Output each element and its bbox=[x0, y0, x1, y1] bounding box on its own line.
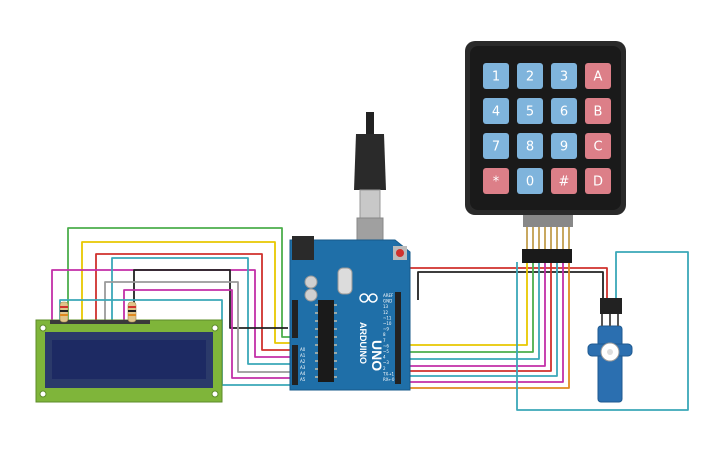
digital-pin-label: ~3 bbox=[383, 360, 389, 365]
wire-keypad-2 bbox=[402, 262, 534, 353]
digital-pin-label: 12 bbox=[383, 310, 389, 315]
wires bbox=[51, 227, 689, 411]
reset-button[interactable] bbox=[393, 246, 407, 260]
key-A[interactable]: A bbox=[585, 63, 611, 89]
key-#[interactable]: # bbox=[551, 168, 577, 194]
atmega-chip bbox=[318, 300, 334, 382]
key-label: 8 bbox=[526, 140, 534, 155]
wire-black-gnd bbox=[417, 271, 604, 300]
power-header bbox=[292, 300, 298, 338]
key-label: 4 bbox=[492, 105, 500, 120]
digital-pin-label: ~9 bbox=[383, 327, 389, 332]
lcd-display[interactable] bbox=[35, 319, 223, 403]
wire-keypad-1 bbox=[402, 262, 528, 346]
digital-pin-label: 4 bbox=[383, 355, 386, 360]
keypad-connector bbox=[522, 215, 573, 263]
digital-pin-label: GND bbox=[383, 299, 392, 304]
wire-keypad-6 bbox=[402, 262, 558, 377]
key-9[interactable]: 9 bbox=[551, 133, 577, 159]
digital-pin-label: 8 bbox=[383, 332, 386, 337]
wire-black-lcd bbox=[133, 269, 288, 329]
resistor-right bbox=[127, 301, 137, 323]
digital-header bbox=[395, 292, 401, 384]
key-1[interactable]: 1 bbox=[483, 63, 509, 89]
key-label: B bbox=[594, 105, 603, 120]
arduino-logo-icon bbox=[359, 293, 378, 303]
analog-pin-label: A5 bbox=[300, 377, 306, 382]
key-label: * bbox=[493, 175, 500, 190]
key-label: 1 bbox=[492, 70, 500, 85]
analog-pin-label: A0 bbox=[300, 347, 306, 352]
key-label: # bbox=[559, 175, 570, 190]
usb-cable bbox=[354, 112, 386, 249]
digital-pin-label: ~11 bbox=[383, 315, 392, 320]
wire-keypad-3 bbox=[402, 262, 540, 360]
key-label: D bbox=[593, 175, 603, 190]
key-4[interactable]: 4 bbox=[483, 98, 509, 124]
wire-servo-signal bbox=[516, 251, 689, 411]
key-5[interactable]: 5 bbox=[517, 98, 543, 124]
digital-pin-label: 2 bbox=[383, 366, 386, 371]
wire-keypad-7 bbox=[402, 262, 564, 383]
digital-pin-label: 13 bbox=[383, 304, 389, 309]
analog-pin-label: A4 bbox=[300, 371, 306, 376]
analog-pin-label: A1 bbox=[300, 353, 306, 358]
key-label: 2 bbox=[526, 70, 534, 85]
key-B[interactable]: B bbox=[585, 98, 611, 124]
wire-keypad-8 bbox=[402, 262, 570, 389]
key-3[interactable]: 3 bbox=[551, 63, 577, 89]
servo-motor[interactable] bbox=[587, 298, 633, 403]
digital-pin-label: 7 bbox=[383, 338, 386, 343]
key-C[interactable]: C bbox=[585, 133, 611, 159]
digital-pin-label: ~6 bbox=[383, 343, 389, 348]
keypad[interactable]: 1 2 3 A 4 5 6 B 7 8 9 C * 0 # D bbox=[465, 41, 626, 263]
analog-header bbox=[292, 345, 298, 385]
wire-teal-lcd bbox=[111, 257, 293, 365]
digital-pin-label: RX←0 bbox=[383, 377, 395, 382]
key-*[interactable]: * bbox=[483, 168, 509, 194]
wire-yellow-lcd bbox=[81, 241, 293, 344]
wire-keypad-5 bbox=[402, 262, 552, 372]
lcd-header-pins bbox=[50, 320, 150, 324]
key-0[interactable]: 0 bbox=[517, 168, 543, 194]
key-2[interactable]: 2 bbox=[517, 63, 543, 89]
key-label: 6 bbox=[560, 105, 568, 120]
wire-red-lcd bbox=[95, 253, 293, 351]
digital-pin-label: TX→1 bbox=[382, 371, 395, 376]
digital-pin-label: AREF bbox=[383, 293, 394, 298]
resistor-left bbox=[59, 301, 69, 323]
power-jack bbox=[292, 236, 314, 260]
arduino-brand: ARDUINO bbox=[358, 322, 368, 364]
digital-pin-label: ~10 bbox=[383, 321, 392, 326]
key-label: 5 bbox=[526, 105, 534, 120]
key-8[interactable]: 8 bbox=[517, 133, 543, 159]
key-label: 3 bbox=[560, 70, 568, 85]
key-label: A bbox=[594, 70, 603, 85]
analog-pin-label: A3 bbox=[300, 365, 306, 370]
wire-magenta-lcd-1 bbox=[51, 269, 293, 358]
wire-green-lcd bbox=[67, 227, 293, 338]
key-label: 0 bbox=[526, 175, 534, 190]
wire-gray-lcd bbox=[104, 281, 293, 373]
key-label: 9 bbox=[560, 140, 568, 155]
wire-keypad-4 bbox=[402, 262, 546, 367]
key-7[interactable]: 7 bbox=[483, 133, 509, 159]
key-label: 7 bbox=[492, 140, 500, 155]
key-D[interactable]: D bbox=[585, 168, 611, 194]
digital-pin-label: ~5 bbox=[383, 349, 389, 354]
arduino-model: UNO bbox=[369, 340, 385, 371]
key-6[interactable]: 6 bbox=[551, 98, 577, 124]
analog-pin-label: A2 bbox=[300, 359, 306, 364]
key-label: C bbox=[593, 140, 602, 155]
lcd-screen bbox=[52, 340, 206, 379]
